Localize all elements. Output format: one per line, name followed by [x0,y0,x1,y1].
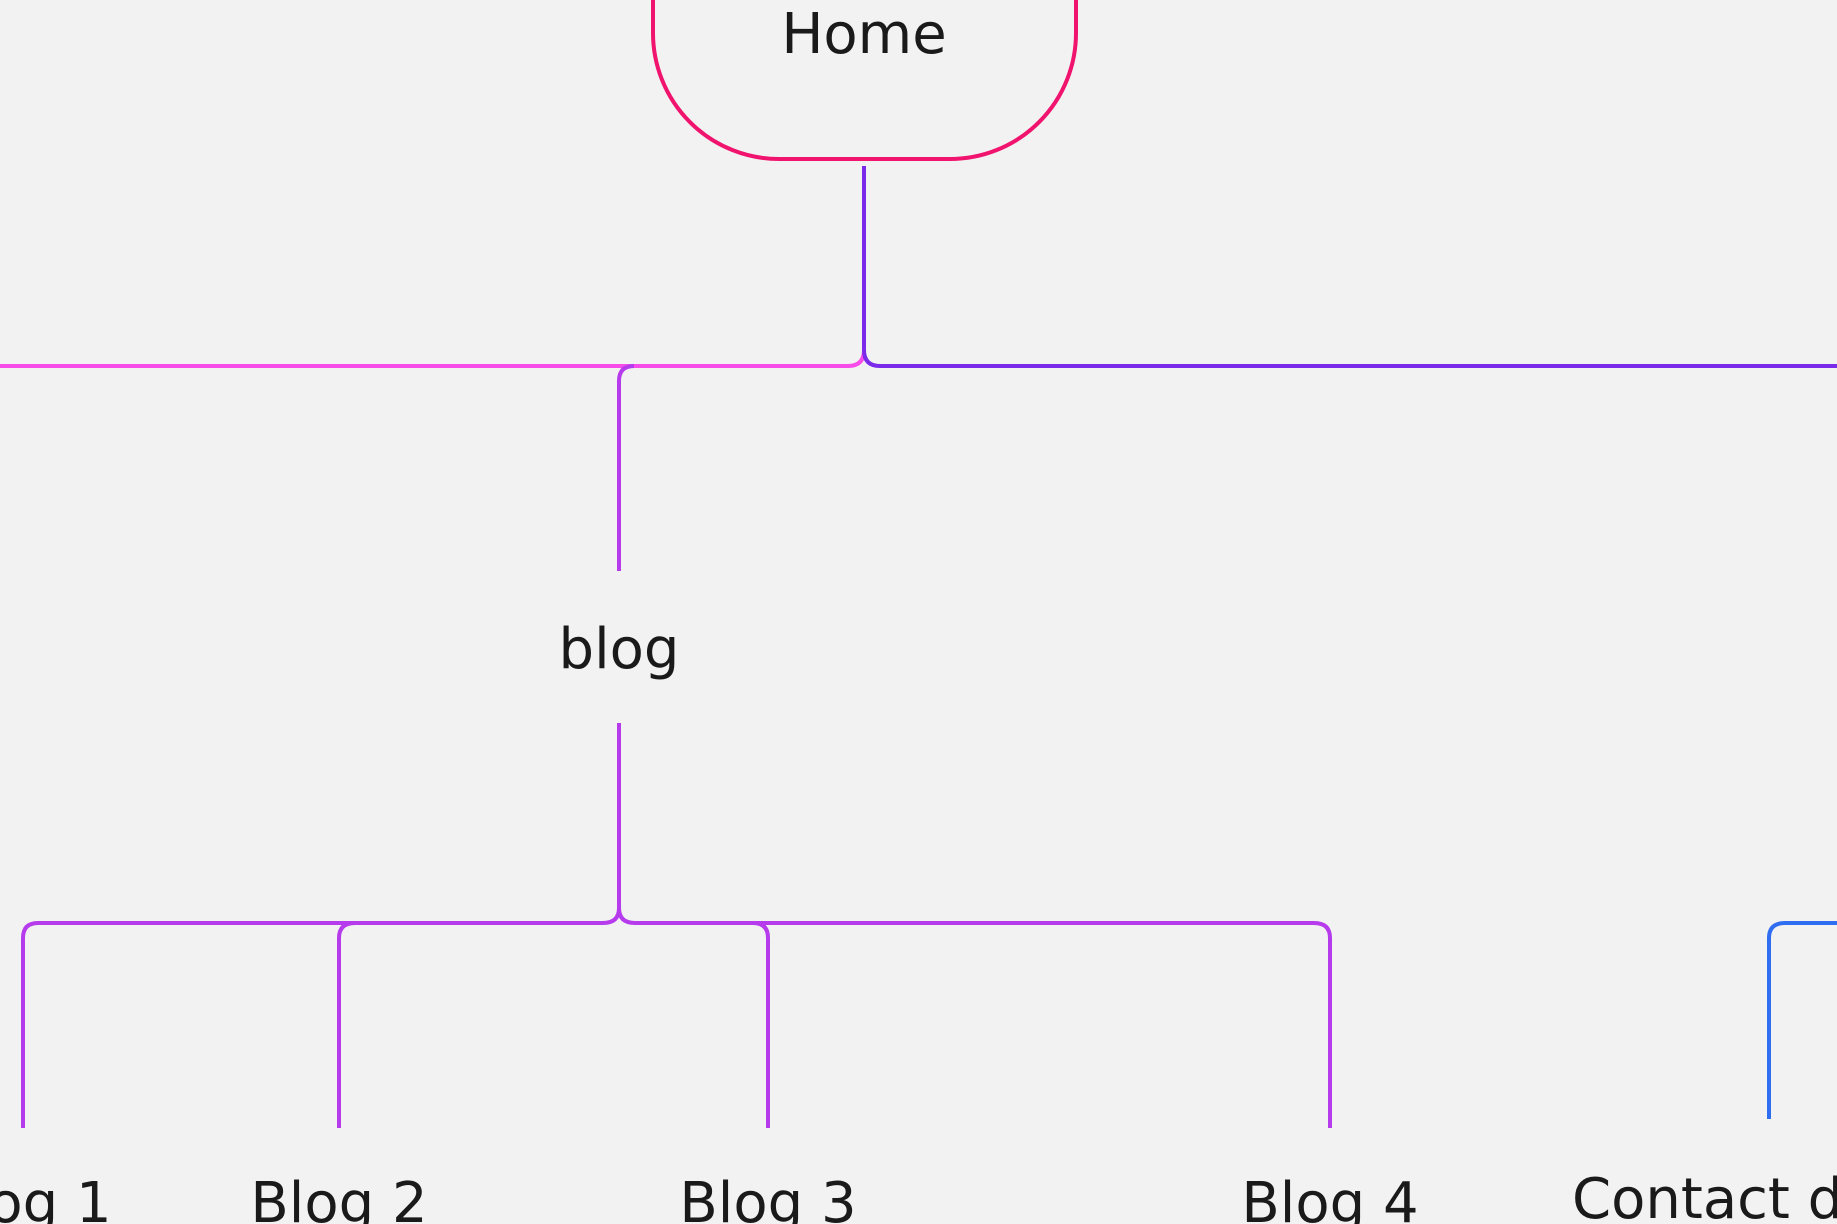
blog4-drop-connector [753,921,1332,1128]
blog1-drop-connector [21,907,621,1128]
blog2-drop-connector [337,921,356,1128]
home-node-shape[interactable] [651,0,1078,161]
blog4-node-label[interactable]: Blog 4 [1241,1171,1418,1224]
home-node-label[interactable]: Home [781,2,946,67]
blog-node-label[interactable]: blog [559,617,680,682]
blog-drop-connector [617,364,635,571]
blog2-node-label[interactable]: Blog 2 [250,1171,427,1224]
left-branch-connector [0,349,866,368]
blog3-node-label[interactable]: Blog 3 [679,1171,856,1224]
contact-drop-connector [1767,921,1837,1119]
contact-node-label[interactable]: Contact details [1572,1167,1837,1224]
blog3-drop-connector [617,907,770,1128]
blog1-node-label[interactable]: Blog 1 [0,1171,112,1224]
right-branch-connector [862,349,1837,368]
